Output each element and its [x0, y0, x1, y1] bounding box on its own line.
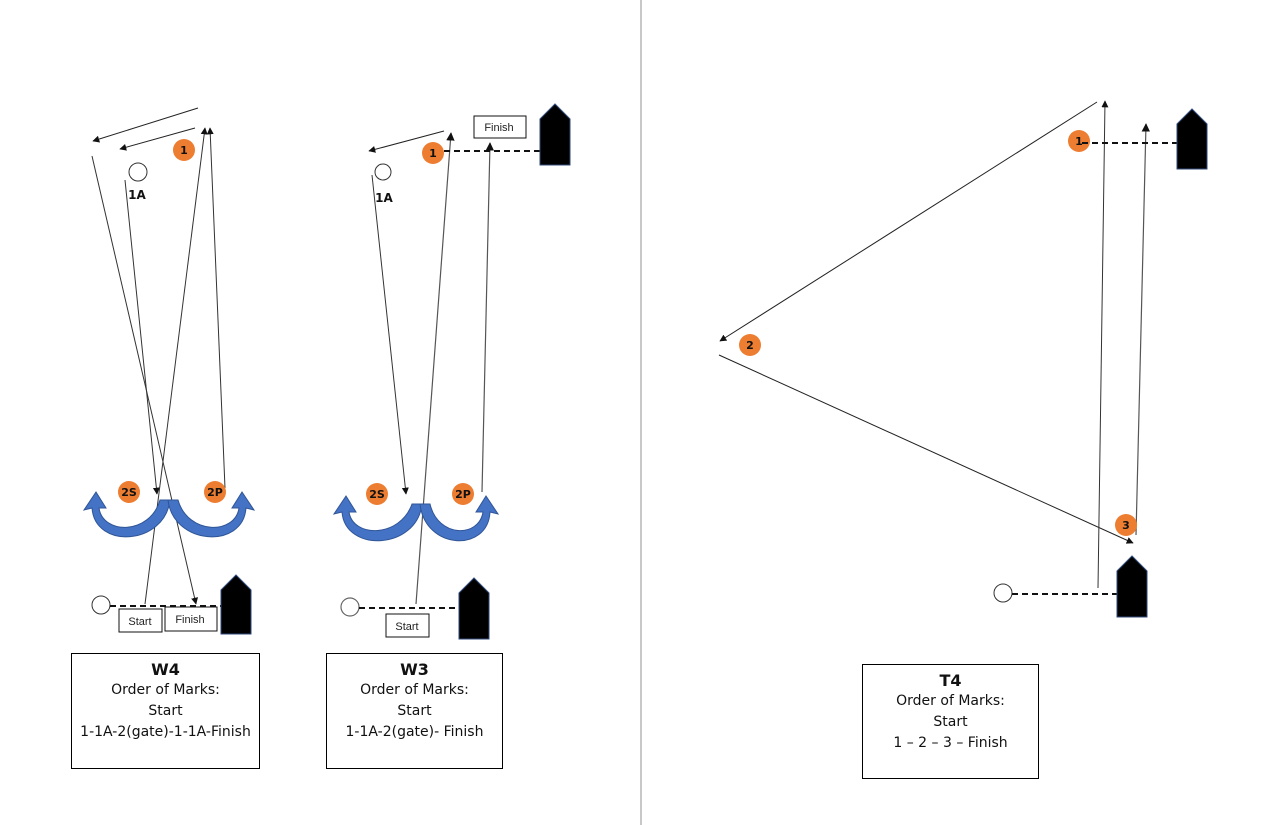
w4-course: 1 1A 2S 2P Start Finish — [82, 107, 256, 635]
w3-leg — [368, 130, 445, 153]
t4-leg — [719, 101, 1098, 342]
t4-leg — [1135, 123, 1151, 536]
w4-mark-1 — [173, 139, 195, 161]
t4-finish-boat-icon — [1176, 108, 1208, 170]
w3-gate-arrow-right — [419, 495, 500, 542]
w3-leg — [415, 132, 455, 605]
w4-finish-box — [164, 606, 218, 632]
w3-finish-boat-icon — [539, 103, 571, 166]
w3-finish-box — [473, 115, 527, 139]
w4-finish-box-label: Finish — [175, 614, 204, 626]
t4-committee-boat-icon — [1116, 555, 1148, 618]
w3-mark-1a — [374, 163, 392, 181]
w3-mark-2s — [366, 483, 388, 505]
w4-mark-1a — [128, 162, 148, 182]
w4-start-box — [118, 608, 163, 633]
t4-legend-title: T4 — [939, 671, 962, 690]
t4-mark-3 — [1115, 514, 1137, 536]
w3-finish-box-label: Finish — [484, 122, 513, 134]
w3-gate-arrow-left — [332, 495, 423, 542]
w3-mark-2s-label: 2S — [369, 488, 385, 501]
w4-leg — [119, 127, 196, 151]
w3-course: 1 Finish 1A 2S 2P Start — [332, 103, 571, 640]
w3-mark-1a-label: 1A — [375, 191, 393, 205]
t4-mark-2 — [739, 334, 761, 356]
w3-leg — [371, 174, 409, 495]
w3-mark-2p — [452, 483, 474, 505]
w4-leg — [91, 155, 198, 605]
w3-legend-line: Start — [397, 703, 432, 719]
w3-pin-end — [340, 597, 360, 617]
w4-leg — [124, 179, 160, 495]
t4-mark-3-label: 3 — [1122, 519, 1130, 532]
w4-committee-boat-icon — [220, 574, 252, 635]
w4-legend-title: W4 — [151, 660, 180, 679]
w3-mark-1-label: 1 — [429, 147, 437, 160]
t4-legend-order: 1 – 2 – 3 – Finish — [893, 735, 1008, 751]
w4-mark-2p — [204, 481, 226, 503]
w4-legend: W4 Order of Marks: Start 1-1A-2(gate)-1-… — [71, 653, 260, 769]
t4-leg — [1097, 100, 1109, 589]
w4-mark-2s — [118, 481, 140, 503]
w3-start-box — [385, 613, 430, 638]
t4-leg — [718, 354, 1134, 544]
w4-gate-arrow-left — [82, 491, 171, 538]
w3-legend-order: 1-1A-2(gate)- Finish — [345, 724, 484, 740]
w3-mark-1 — [422, 142, 444, 164]
t4-legend: T4 Order of Marks: Start 1 – 2 – 3 – Fin… — [862, 664, 1039, 779]
w4-mark-1-label: 1 — [180, 144, 188, 157]
w4-gate-arrow-right — [167, 491, 256, 538]
panel-divider — [640, 0, 642, 825]
w3-leg — [481, 142, 495, 493]
t4-mark-1 — [1068, 130, 1090, 152]
w3-legend: W3 Order of Marks: Start 1-1A-2(gate)- F… — [326, 653, 503, 769]
t4-course: 1 2 3 — [718, 100, 1208, 618]
w4-start-box-label: Start — [128, 616, 151, 628]
t4-mark-1-label: 1 — [1075, 135, 1083, 148]
w4-legend-line: Start — [148, 703, 183, 719]
w4-mark-1a-label: 1A — [128, 188, 146, 202]
t4-pin-end — [993, 583, 1013, 603]
w4-mark-2s-label: 2S — [121, 486, 137, 499]
w4-leg — [92, 107, 199, 143]
t4-mark-2-label: 2 — [746, 339, 754, 352]
w3-committee-boat-icon — [458, 577, 490, 640]
t4-legend-line: Start — [933, 714, 968, 730]
w3-start-box-label: Start — [395, 621, 418, 633]
w4-mark-2p-label: 2P — [207, 486, 223, 499]
w3-mark-2p-label: 2P — [455, 488, 471, 501]
w4-legend-line: Order of Marks: — [111, 682, 220, 698]
w4-pin-end — [91, 595, 111, 615]
w3-legend-line: Order of Marks: — [360, 682, 469, 698]
w3-legend-title: W3 — [400, 660, 429, 679]
w4-legend-order: 1-1A-2(gate)-1-1A-Finish — [80, 724, 251, 740]
t4-legend-line: Order of Marks: — [896, 693, 1005, 709]
w4-leg — [206, 127, 226, 489]
